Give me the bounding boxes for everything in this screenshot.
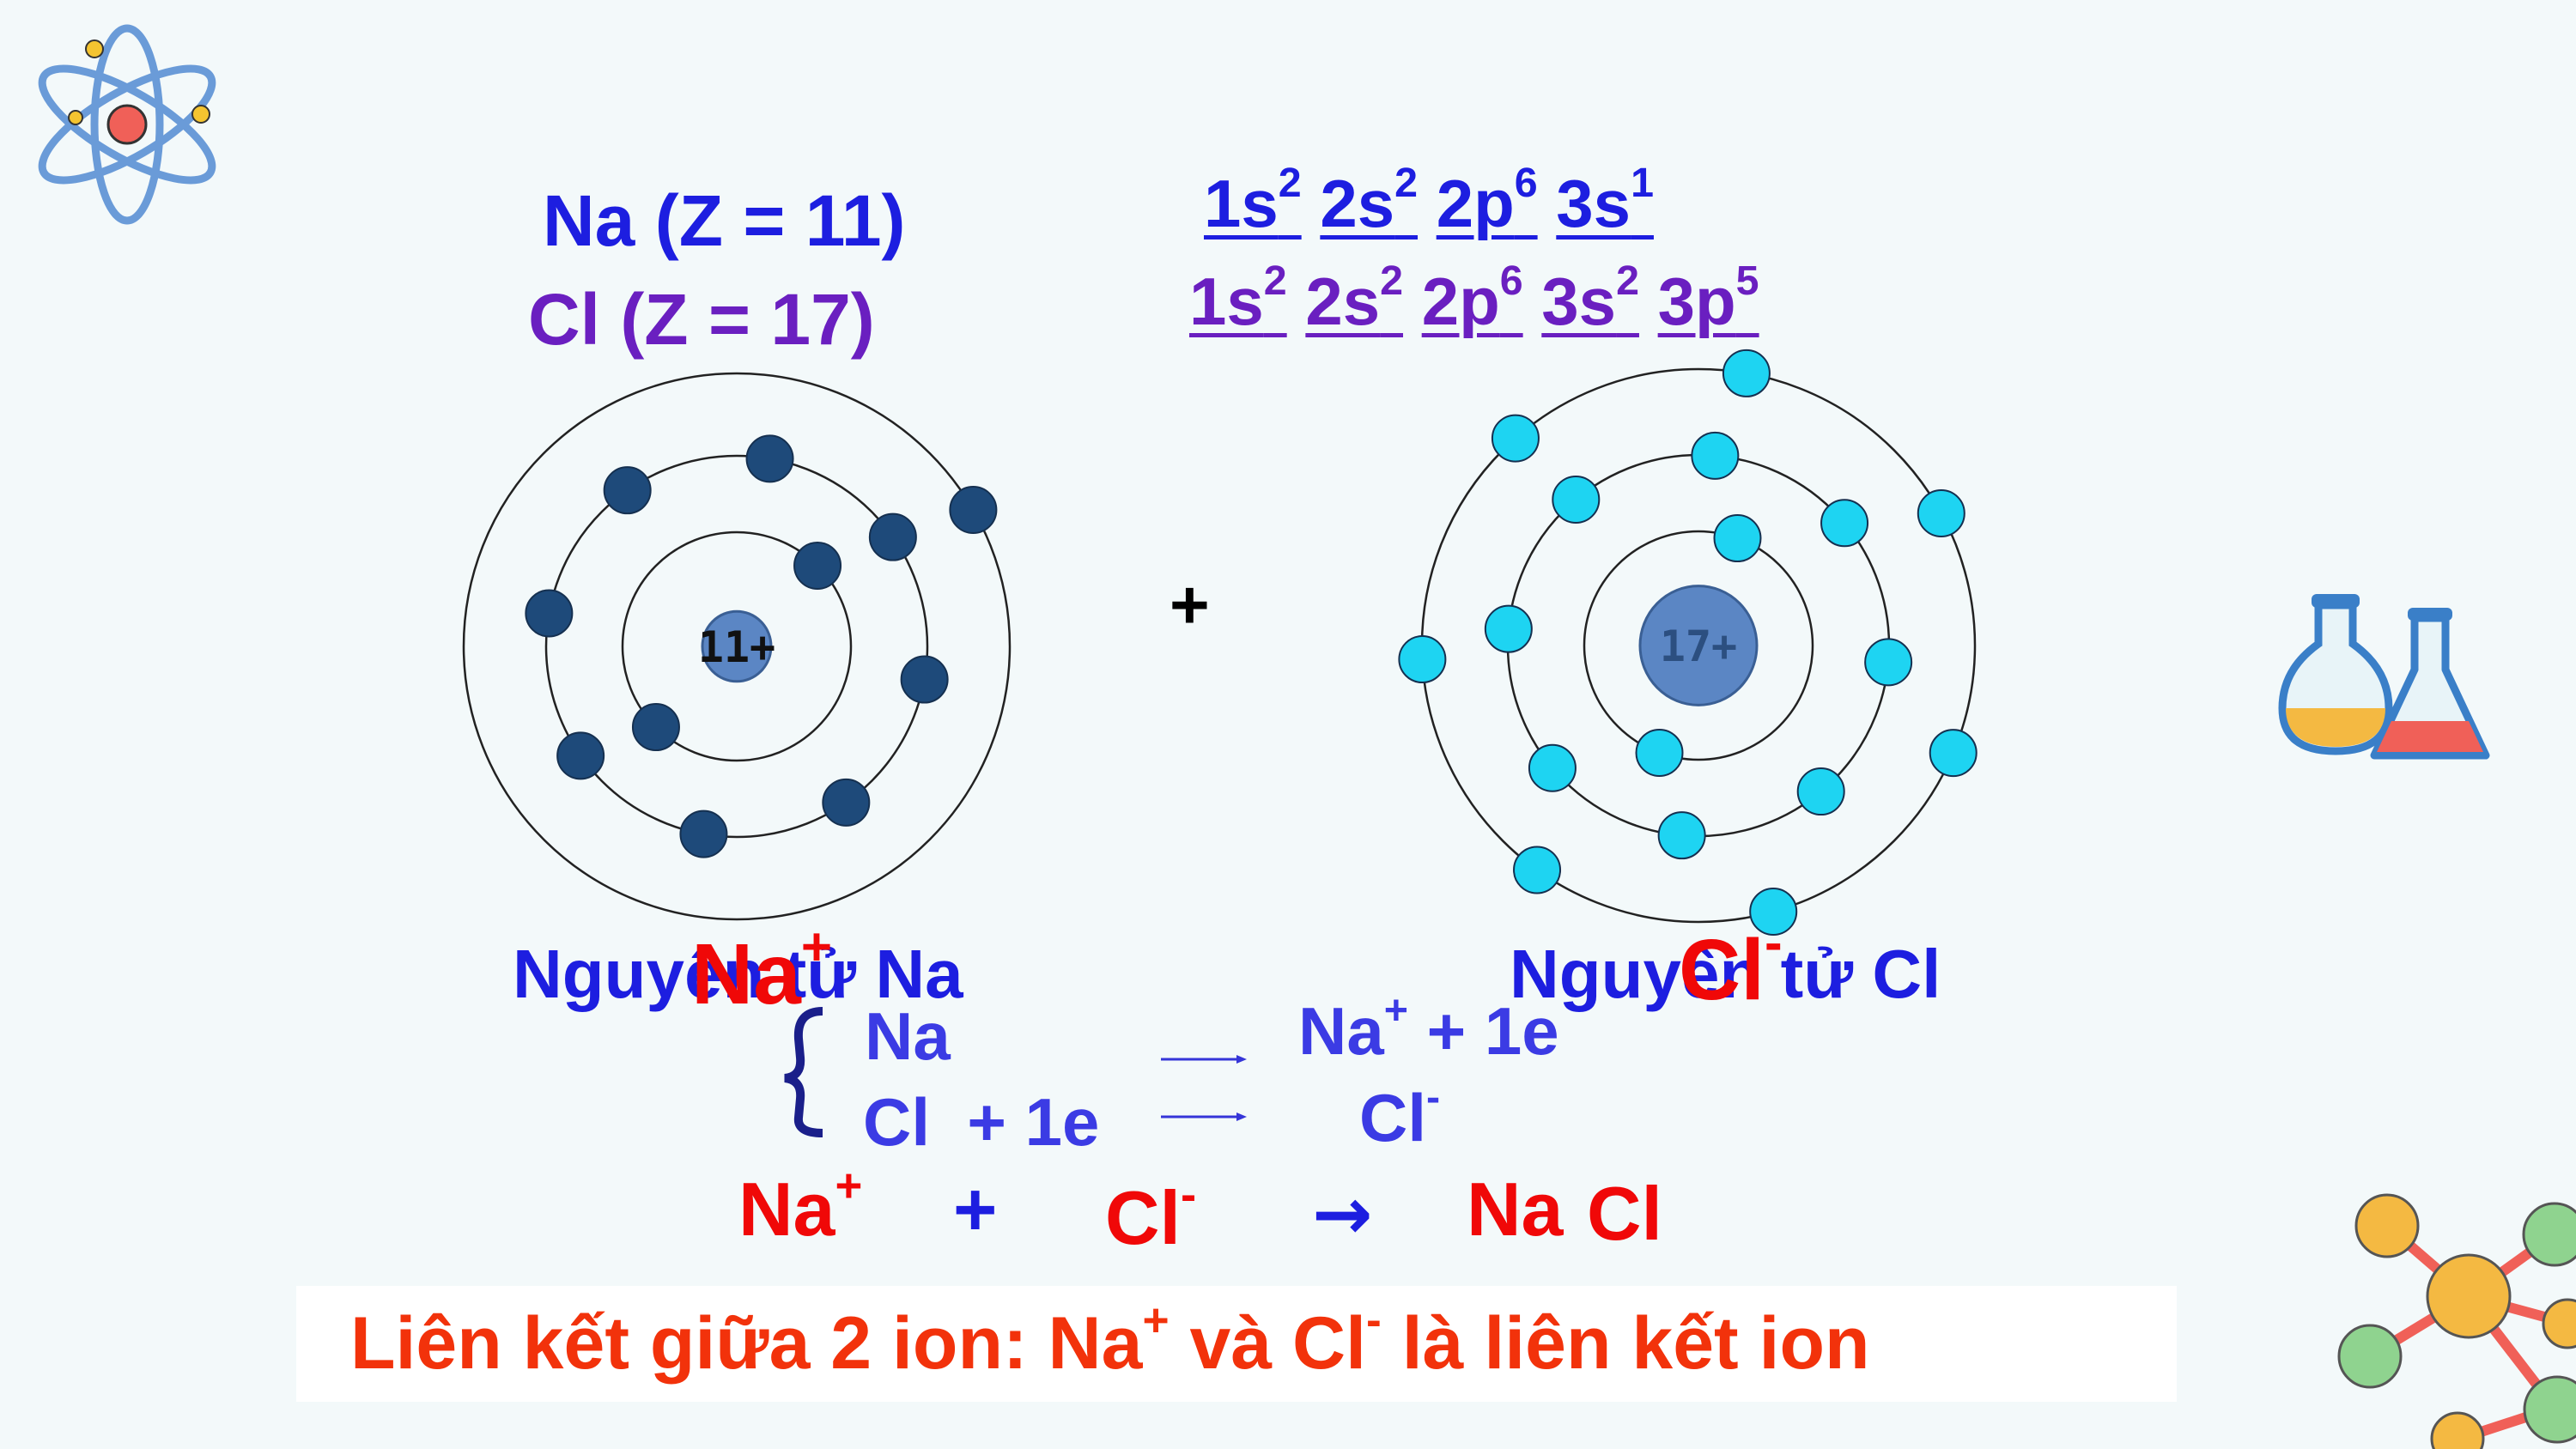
electron-shell xyxy=(621,530,853,762)
electron xyxy=(1513,846,1562,894)
electron xyxy=(1917,489,1965,538)
flask-icon xyxy=(2370,608,2490,760)
flask-icon xyxy=(2278,594,2393,755)
plus-sign: + xyxy=(1170,567,1210,643)
nucleus-charge: 17+ xyxy=(1660,621,1737,671)
config-orbital: 2p6 xyxy=(1436,160,1538,241)
electron xyxy=(1491,414,1540,463)
config-orbital: 2s2 xyxy=(1320,160,1419,241)
eq1-right: Na+ + 1e xyxy=(1298,987,1559,1069)
cl-atom-caption: Nguyên tử Cl xyxy=(1510,936,1941,1012)
na-element-label: Na (Z = 11) xyxy=(543,180,906,261)
electron xyxy=(1691,431,1740,480)
electron xyxy=(1635,728,1684,777)
electron xyxy=(525,589,574,638)
reaction-product-na: Na xyxy=(1467,1167,1564,1252)
atom-icon xyxy=(38,24,216,225)
electron xyxy=(822,778,871,827)
electron-shell xyxy=(1583,530,1814,761)
config-orbital: 3s1 xyxy=(1556,160,1654,241)
electron xyxy=(1552,475,1601,524)
electron xyxy=(1484,604,1533,653)
cl-atom-diagram: 17+ xyxy=(1398,349,1978,936)
config-orbital: 2s2 xyxy=(1305,258,1404,339)
nucleus xyxy=(1638,585,1759,706)
electron xyxy=(1398,635,1447,684)
na-ion-label: Na+ xyxy=(691,918,833,1022)
electron xyxy=(900,655,949,704)
bottom-statement: Liên kết giữa 2 ion: Na+ và Cl- là liên … xyxy=(350,1294,1870,1385)
na-atom-caption: Nguyên tử Na xyxy=(513,936,963,1012)
electron xyxy=(868,512,917,561)
eq2-left: Cl + 1e xyxy=(863,1084,1100,1160)
cl-electron-config: 1s2 2s2 2p6 3s2 3p5 xyxy=(1189,260,1759,335)
config-orbital: 1s2 xyxy=(1189,258,1287,339)
config-orbital: 2p6 xyxy=(1421,258,1523,339)
cl-ion-label: Cl- xyxy=(1679,913,1783,1018)
nucleus-charge: 11+ xyxy=(698,622,775,672)
electron xyxy=(1796,767,1845,816)
electron xyxy=(1713,514,1762,563)
electron xyxy=(793,541,842,590)
reaction-product-cl: Cl xyxy=(1587,1171,1662,1256)
electron xyxy=(1657,811,1706,860)
electron xyxy=(679,809,728,858)
electron xyxy=(1929,729,1978,778)
molecule-icon xyxy=(2337,1193,2576,1449)
electron xyxy=(556,731,605,780)
electron xyxy=(1864,638,1913,687)
eq1-left: Na xyxy=(865,998,951,1074)
reaction-cl-ion: Cl- xyxy=(1105,1167,1197,1260)
electron xyxy=(1528,743,1577,792)
reaction-arrow: → xyxy=(1312,1172,1373,1256)
arrow-1 xyxy=(1161,1055,1247,1064)
electron xyxy=(949,486,998,534)
config-orbital: 3s2 xyxy=(1541,258,1639,339)
electron xyxy=(1820,499,1869,548)
electron xyxy=(631,703,680,752)
electron-shell xyxy=(544,454,929,839)
bottom-band xyxy=(296,1286,2177,1402)
na-electron-config: 1s2 2s2 2p6 3s1 xyxy=(1204,162,1654,237)
electron xyxy=(745,434,794,483)
config-orbital: 1s2 xyxy=(1204,160,1302,241)
reaction-plus: + xyxy=(953,1167,998,1252)
cl-element-label: Cl (Z = 17) xyxy=(528,279,875,360)
brace xyxy=(784,1007,823,1137)
na-atom-diagram: 11+ xyxy=(462,372,1012,921)
electron xyxy=(1749,887,1798,936)
electron-shell xyxy=(462,372,1012,921)
nucleus xyxy=(701,609,773,683)
electron xyxy=(603,466,652,515)
eq2-right: Cl- xyxy=(1359,1074,1441,1155)
config-orbital: 3p5 xyxy=(1657,258,1759,339)
electron xyxy=(1722,349,1771,397)
arrow-2 xyxy=(1161,1113,1247,1121)
reaction-na-ion: Na+ xyxy=(738,1159,863,1252)
